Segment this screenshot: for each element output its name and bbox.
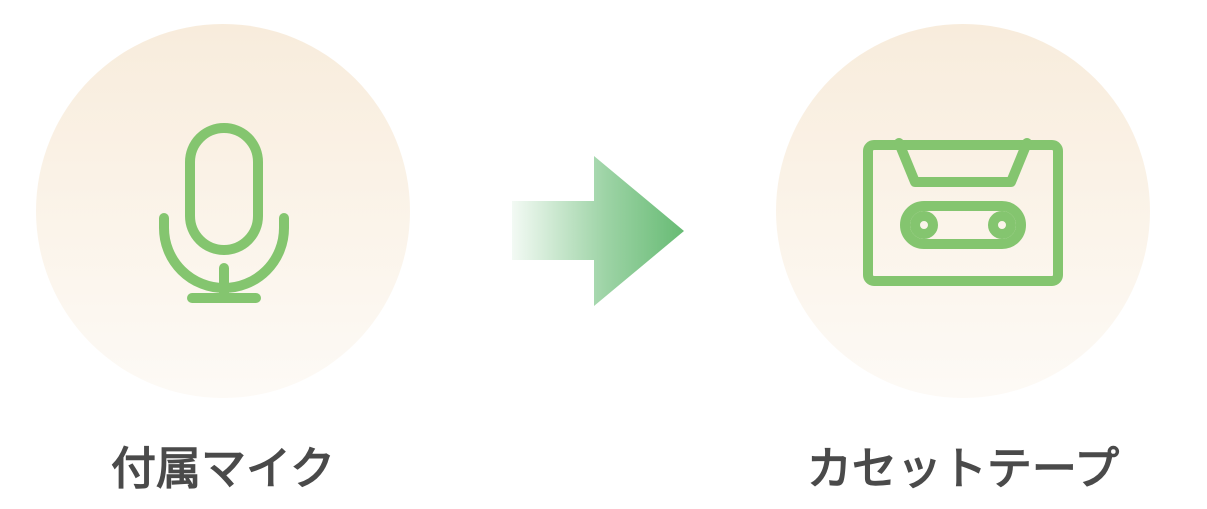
- microphone-icon: [159, 123, 289, 303]
- source-label: 付属マイク: [110, 442, 336, 495]
- right-arrow-icon: [512, 156, 684, 306]
- target-label: カセットテープ: [806, 442, 1120, 495]
- source-circle-background: [36, 24, 410, 398]
- cassette-tape-icon: [863, 138, 1063, 286]
